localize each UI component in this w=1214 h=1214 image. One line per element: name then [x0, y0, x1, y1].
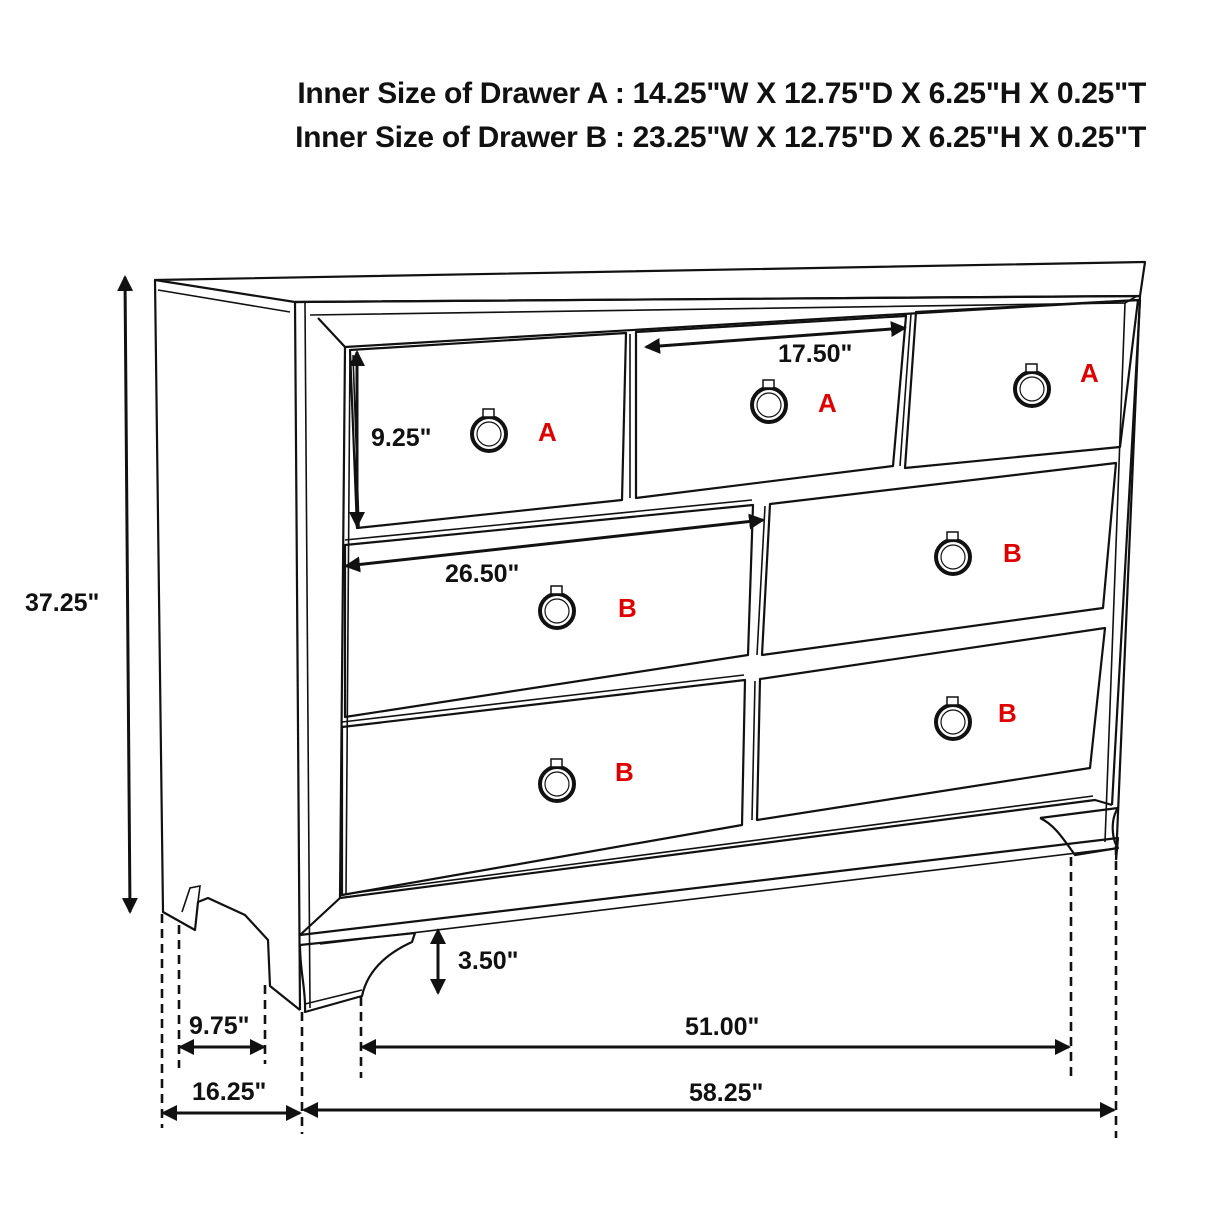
ring-pull-icon: [470, 408, 508, 453]
drawer-b-row2-right[interactable]: [760, 461, 1118, 657]
drawer-width-arrow-icon: [644, 321, 907, 354]
drawer-label: A: [1080, 358, 1099, 388]
ring-pull-icon: [934, 531, 972, 576]
ring-pull-icon: [934, 696, 972, 741]
drawer-label: B: [1003, 538, 1022, 568]
drawer-a-spec: Inner Size of Drawer A : 14.25"W X 12.75…: [297, 77, 1146, 110]
leg-height-label: 3.50": [458, 947, 519, 975]
inner-leg-depth-label: 9.75": [189, 1012, 250, 1040]
drawer-b-width-label: 26.50": [445, 560, 519, 588]
ring-pull-icon: [1013, 363, 1051, 408]
drawer-label: B: [615, 757, 634, 787]
height-arrow-icon: [117, 275, 138, 914]
overall-height-label: 37.25": [25, 589, 99, 617]
drawer-b-width-arrow-icon: [344, 513, 765, 573]
drawer-label: A: [818, 388, 837, 418]
drawer-inner-size-specs: Inner Size of Drawer A : 14.25"W X 12.75…: [295, 72, 1146, 160]
ring-pull-icon: [538, 758, 576, 803]
drawer-a-height-label: 9.25": [371, 424, 432, 452]
drawer-b-row3-right[interactable]: [755, 626, 1107, 822]
inner-leg-width-label: 51.00": [685, 1013, 759, 1041]
drawer-b-spec: Inner Size of Drawer B : 23.25"W X 12.75…: [295, 121, 1146, 154]
drawer-label: B: [618, 593, 637, 623]
drawer-labels: A A A B B B B: [538, 358, 1099, 787]
overall-depth-label: 16.25": [192, 1078, 266, 1106]
ring-pulls: [470, 363, 1051, 803]
ring-pull-icon: [538, 585, 576, 630]
overall-width-label: 58.25": [689, 1079, 763, 1107]
ring-pull-icon: [750, 379, 788, 424]
drawer-a-right[interactable]: [903, 298, 1140, 470]
drawer-b-row3-left[interactable]: [340, 678, 747, 897]
drawer-a-width-label: 17.50": [778, 340, 852, 368]
dresser-body: [153, 260, 1147, 1014]
drawer-label: A: [538, 417, 557, 447]
drawer-label: B: [998, 698, 1017, 728]
dimension-lines: 37.25" 9.25" 17.50" 26.50" 3.50" 9.75" 1…: [25, 275, 1118, 1138]
